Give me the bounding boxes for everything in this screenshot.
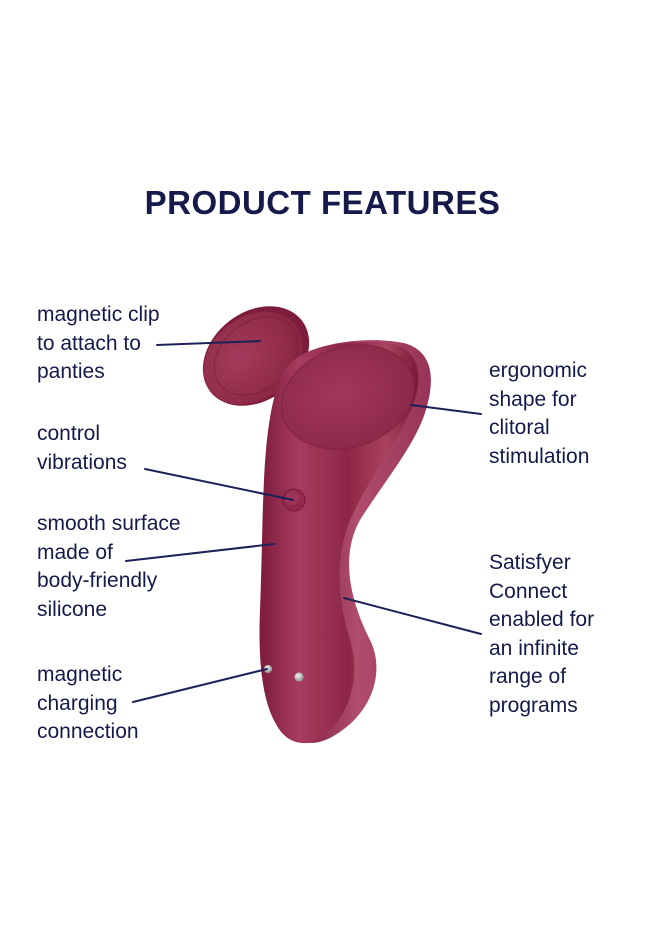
leader-line-magnetic-charging <box>132 668 268 703</box>
feature-text: range of <box>489 665 567 688</box>
feature-text: charging <box>37 691 118 715</box>
feature-text: Connect <box>489 579 568 603</box>
feature-magnetic-charging: magnetic charging connection <box>37 661 139 747</box>
feature-text: made of <box>37 540 113 564</box>
feature-text: silicone <box>37 597 108 621</box>
feature-text: connection <box>37 720 139 743</box>
leader-line-magnetic-clip <box>156 340 261 346</box>
feature-text: shape for <box>489 387 577 411</box>
feature-text: stimulation <box>489 444 590 468</box>
device-body <box>259 340 431 744</box>
feature-ergonomic-shape: ergonomic shape for clitoral stimulation <box>489 357 589 471</box>
feature-text: clitoral <box>489 416 550 439</box>
feature-text: magnetic <box>37 663 123 686</box>
feature-satisfyer-connect: Satisfyer Connect enabled for an infinit… <box>489 549 594 720</box>
feature-text: vibrations <box>37 450 127 474</box>
leader-line-ergonomic-shape <box>410 404 482 415</box>
feature-text: programs <box>489 693 578 717</box>
feature-smooth-surface: smooth surface made of body-friendly sil… <box>37 510 181 624</box>
feature-magnetic-clip: magnetic clip to attach to panties <box>37 301 160 387</box>
feature-text: body-friendly <box>37 569 158 592</box>
feature-text: Satisfyer <box>489 551 571 574</box>
leader-lines <box>125 340 482 703</box>
feature-text: enabled for <box>489 608 595 631</box>
feature-text: an infinite <box>489 636 579 660</box>
feature-text: ergonomic <box>489 359 588 382</box>
feature-text: magnetic clip <box>37 303 160 326</box>
leader-line-control-vibrations <box>144 468 294 501</box>
feature-text: panties <box>37 360 105 383</box>
leader-line-satisfyer-connect <box>343 597 482 635</box>
feature-control-vibrations: control vibrations <box>37 420 127 477</box>
feature-text: smooth surface <box>37 512 181 535</box>
leader-line-smooth-surface <box>125 543 275 562</box>
charging-pin-right <box>294 672 304 682</box>
page-title: PRODUCT FEATURES <box>144 184 501 221</box>
feature-text: to attach to <box>37 331 141 355</box>
feature-text: control <box>37 422 101 445</box>
